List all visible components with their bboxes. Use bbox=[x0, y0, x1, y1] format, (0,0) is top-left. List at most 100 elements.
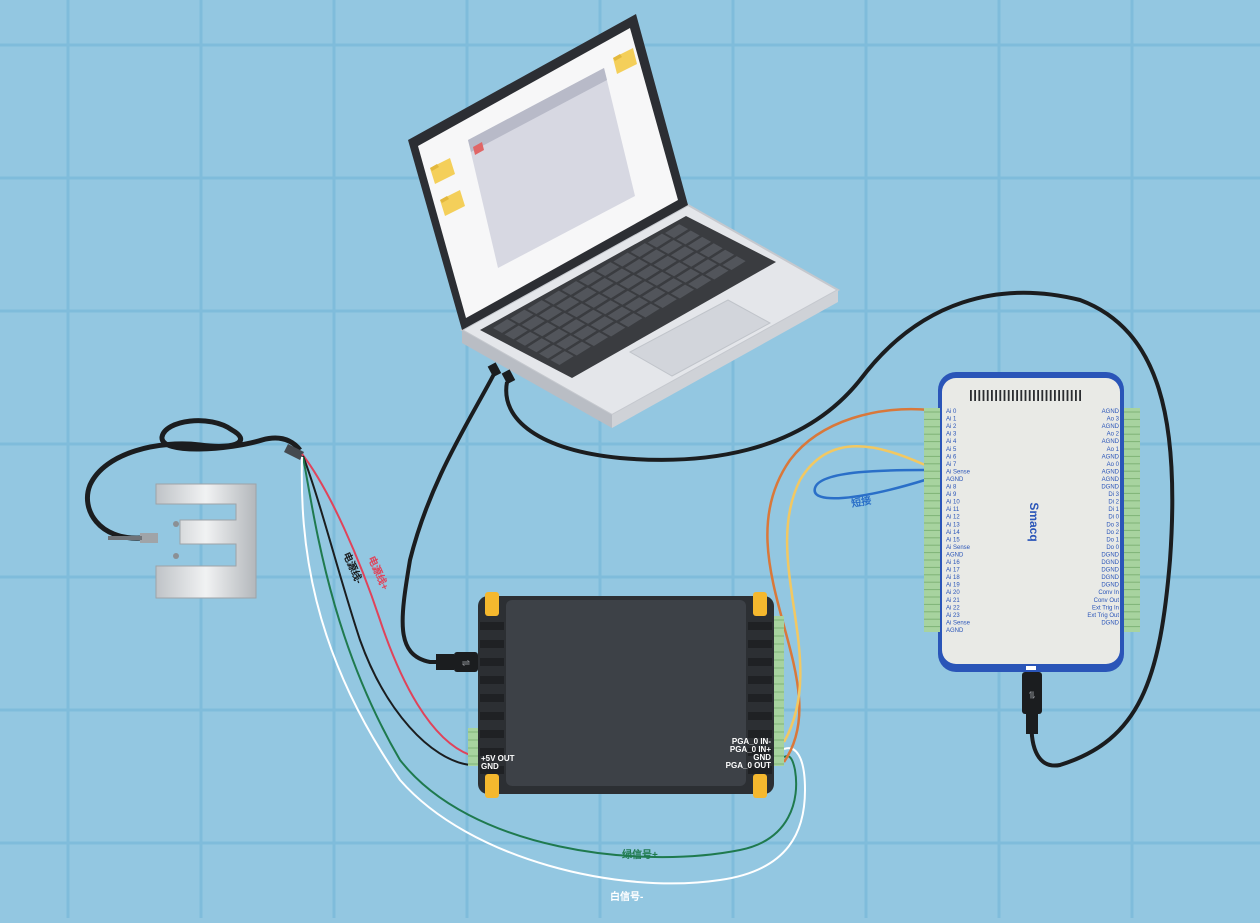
signal-amplifier: ⇌ +5V OUT GND PGA_0 IN- PGA_0 IN+ GND PG… bbox=[436, 592, 784, 798]
daq-pin-label: Ao 2 bbox=[1107, 432, 1120, 438]
daq-pin-label: Di 0 bbox=[1108, 515, 1119, 521]
daq-pin-label: Ai 23 bbox=[946, 613, 960, 619]
daq-pin-label: AGND bbox=[1102, 439, 1120, 445]
wire-jumper bbox=[813, 468, 926, 500]
vent-slot bbox=[1003, 390, 1006, 401]
amp-label-5v-out: +5V OUT bbox=[481, 754, 515, 763]
vent-slot bbox=[999, 390, 1002, 401]
vent-slot bbox=[995, 390, 997, 401]
keyboard-key bbox=[642, 249, 666, 264]
keyboard-key bbox=[630, 243, 654, 257]
keyboard-key bbox=[619, 274, 643, 289]
keyboard-key bbox=[516, 331, 540, 346]
keyboard-key bbox=[544, 290, 568, 305]
daq-pin-label: Do 3 bbox=[1106, 522, 1119, 528]
keyboard-key bbox=[561, 319, 586, 334]
keyboard-key bbox=[647, 233, 671, 248]
daq-pin-label: AGND bbox=[946, 477, 964, 483]
daq-body bbox=[942, 378, 1120, 664]
keyboard-key bbox=[607, 268, 631, 283]
amplifier-corner bbox=[485, 774, 499, 798]
daq-pin-label: AGND bbox=[946, 628, 964, 634]
vent-slot bbox=[1041, 390, 1044, 401]
heat-fin bbox=[748, 676, 772, 684]
daq-pin-label: Ai 9 bbox=[946, 492, 957, 498]
daq-pin-label: Ai 18 bbox=[946, 575, 960, 581]
amp-label-pga-out: PGA_0 OUT bbox=[726, 761, 771, 770]
daq-pin-label: Ai 3 bbox=[946, 432, 957, 438]
vent-slot bbox=[978, 390, 981, 401]
vent-slot bbox=[1024, 390, 1027, 401]
keyboard-key bbox=[676, 230, 700, 245]
vent-slot bbox=[1007, 390, 1010, 401]
keyboard-key bbox=[624, 259, 649, 273]
daq-pin-label: AGND bbox=[1102, 454, 1120, 460]
keyboard-key bbox=[527, 338, 551, 353]
daq-pin-label: DGND bbox=[1101, 583, 1119, 589]
keyboard-key bbox=[556, 335, 580, 350]
keyboard-key bbox=[636, 265, 660, 280]
daq-pin-label: Ai 2 bbox=[946, 424, 957, 430]
keyboard-key bbox=[521, 316, 545, 330]
keyboard-key bbox=[670, 246, 694, 261]
daq-pin-label: Do 1 bbox=[1106, 537, 1119, 543]
daq-pin-label: Ao 3 bbox=[1107, 417, 1120, 423]
keyboard-key bbox=[613, 252, 637, 267]
keyboard-key bbox=[567, 341, 591, 356]
daq-brand-logo: Smacq bbox=[1027, 502, 1041, 541]
heat-fin bbox=[480, 640, 504, 648]
heat-fin bbox=[480, 694, 504, 702]
daq-pin-label: DGND bbox=[1101, 568, 1119, 574]
wire-signal-negative bbox=[300, 456, 807, 885]
vent-slot bbox=[974, 390, 976, 401]
keyboard-key bbox=[607, 306, 631, 321]
daq-pin-label: Di 1 bbox=[1108, 507, 1119, 513]
keyboard-key bbox=[510, 309, 534, 324]
laptop-usb-port bbox=[501, 369, 516, 385]
vent-slot bbox=[1037, 390, 1039, 401]
vent-slot bbox=[1079, 390, 1081, 401]
keyboard-key bbox=[688, 236, 712, 251]
vent-slot bbox=[1016, 390, 1018, 401]
load-cell-sensor bbox=[108, 483, 257, 599]
vent-slot bbox=[1054, 390, 1056, 401]
keyboard-key bbox=[676, 268, 700, 283]
keyboard-key bbox=[659, 240, 683, 254]
keyboard-key bbox=[567, 303, 591, 318]
usb-plug bbox=[436, 654, 454, 670]
daq-pin-label: Ai 7 bbox=[946, 462, 957, 468]
keyboard-key bbox=[665, 262, 689, 277]
keyboard-key bbox=[693, 259, 717, 274]
keyboard-key bbox=[596, 300, 620, 315]
daq-pin-label: Ai 16 bbox=[946, 560, 960, 566]
daq-pin-label: AGND bbox=[1102, 409, 1120, 415]
keyboard-key bbox=[573, 287, 597, 302]
daq-pin-label: Ai 17 bbox=[946, 568, 960, 574]
keyboard-key bbox=[682, 252, 706, 267]
daq-pin-label: DGND bbox=[1101, 485, 1119, 491]
daq-pin-label: Do 2 bbox=[1106, 530, 1119, 536]
keyboard-key bbox=[653, 255, 677, 270]
keyboard-key bbox=[636, 303, 660, 318]
daq-usb-plug bbox=[1022, 672, 1042, 714]
keyboard-key bbox=[538, 306, 563, 321]
keyboard-key bbox=[602, 322, 626, 337]
daq-pin-label: Ext Trig Out bbox=[1087, 613, 1119, 619]
daq-vent bbox=[970, 390, 1081, 401]
daq-pin-label: Ai 11 bbox=[946, 507, 960, 513]
daq-pin-label: Ao 1 bbox=[1107, 447, 1120, 453]
keyboard-key bbox=[705, 265, 729, 280]
keyboard-keys bbox=[493, 224, 746, 365]
daq-pin-label: Ai 20 bbox=[946, 590, 960, 596]
heat-fin bbox=[748, 658, 772, 666]
heat-fin bbox=[480, 676, 504, 684]
keyboard-key bbox=[590, 278, 614, 292]
label-signal-positive: 绿信号+ bbox=[622, 848, 658, 861]
keyboard-key bbox=[699, 243, 723, 258]
heat-fin bbox=[748, 712, 772, 720]
daq-pin-label: Ai 22 bbox=[946, 605, 960, 611]
laptop bbox=[408, 14, 841, 428]
keyboard-key bbox=[688, 275, 712, 289]
amplifier-top-panel bbox=[506, 600, 746, 786]
amplifier-terminal-left bbox=[468, 728, 478, 766]
